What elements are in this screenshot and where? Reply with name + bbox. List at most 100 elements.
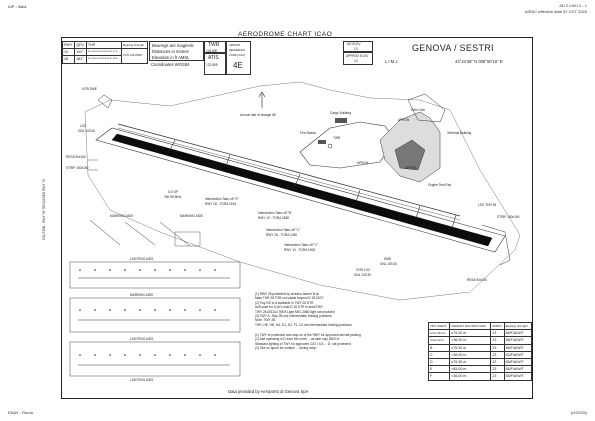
twy-bs-cell: 65/F/A/W/T <box>503 372 533 381</box>
page-footer-left: ENAV - Roma <box>8 410 33 415</box>
intersection-e-label: Intersection Take-off "E" <box>205 197 239 201</box>
twy-table: TWY IDENT AIRCRAFT MAX WING SPAN WIDTH B… <box>427 321 533 381</box>
twy-span-cell: ≤75.30 m <box>449 357 492 367</box>
info-box: Bearings are magnetic Distances in metre… <box>149 41 204 61</box>
resa-west-label: RESA 90x150 <box>66 155 86 159</box>
twr-box: TWR 118.600 <box>204 41 226 53</box>
cargo-building-shape <box>335 118 347 123</box>
airport-name: GENOVA / SESTRI <box>412 43 494 53</box>
twy-width-cell: 23 <box>490 372 505 381</box>
intersection-b-label: Intersection Take-off "B" <box>258 211 292 215</box>
apron-label-2: APRON <box>357 161 369 165</box>
rwy-cell: 10 <box>61 48 76 57</box>
twy-bs-cell: 68/F/A/W/T <box>503 336 533 345</box>
chart-title: AERODROME CHART ICAO <box>238 31 333 38</box>
twy-ident-cell: E <box>427 365 451 374</box>
heli-club-label: Helo Club <box>411 108 425 112</box>
note-line: (2) Acft operating in D from the north .… <box>255 337 340 342</box>
bearing-cell: PCN 74/F/A/W/T <box>121 48 148 64</box>
twy-span-cell: <36.00 m <box>449 350 492 359</box>
notes-block-2: (1) TWY of protection and stop-on of the… <box>255 333 425 351</box>
rwy-table: RWY QFU THR Bearing strength 10 102° 44°… <box>61 40 148 64</box>
bearing-col-header: Bearing strength <box>121 40 148 50</box>
vor-loc-freq: GNL 109.30 <box>354 273 372 277</box>
twr-map-label: TWR <box>333 136 341 140</box>
loc-freq-label: GNL 109.30 <box>78 129 96 133</box>
fire-station-shape <box>318 140 326 144</box>
note-line: Mark THR 28 THR not visible beyond D 25 … <box>255 296 324 301</box>
note-line: TWY 28 ASDA 2765 ft Light MEL 2880 light… <box>255 309 335 314</box>
lighting-aids-label-3: LIGHTING AIDS <box>130 378 154 382</box>
twy-ident-cell: F <box>427 372 451 381</box>
twy-ident-cell: A from E to I <box>427 336 451 345</box>
parallel-taxiway <box>117 123 461 217</box>
north-arrow-icon <box>258 91 266 108</box>
info-coordinates: Coordinates WGS84 <box>151 62 190 67</box>
ad-elev-value: 13 <box>354 47 358 51</box>
thr-cell: 44°24'30.15"N 008°51'07.98"E <box>85 55 123 64</box>
terminal-building-shape <box>394 139 426 171</box>
page-footer-right: (ri/22/25) <box>570 410 587 415</box>
connecting-taxiways <box>169 139 457 229</box>
rwy-cell: 28 <box>61 55 76 64</box>
lighting-aids-inset-3 <box>69 341 241 377</box>
twy-span-cell: <36.00 m <box>449 372 492 381</box>
page-header-date: AIRAC effective date 02 OCT 2025 <box>524 9 587 14</box>
reference-label: REFERENCE <box>229 49 245 52</box>
apron-label-3: APRON <box>405 166 417 170</box>
engine-test-label: Engine Test Pad <box>428 183 452 187</box>
coastline <box>84 81 521 301</box>
intersection-b-value: RWY 10 - TORA 2680 <box>258 216 290 220</box>
intersection-c1-label: Intersection Take-off "C" <box>266 228 301 232</box>
loc-label: LOC <box>80 124 87 128</box>
info-distances: Distances in metres <box>152 49 189 54</box>
arp-elev-label: APPROX ELEV <box>346 54 369 58</box>
twy-bs-cell: 68/F/A/W/T <box>503 329 533 338</box>
twr-shape <box>327 143 333 149</box>
intersection-c2-label: Intersection Take-off "C" <box>284 243 319 247</box>
heli-club-area <box>407 93 446 123</box>
twy-ident-cell: C <box>427 350 451 359</box>
twy-width-cell: 23 <box>490 350 505 359</box>
runway-10-28 <box>111 133 493 247</box>
twy-bs-cell: 65/F/A/W/T <box>503 365 533 374</box>
twy-span-cell: ≤75.30 m <box>449 329 492 338</box>
east-end-area <box>481 224 511 266</box>
code-label: CODE (ICAO) <box>229 54 246 57</box>
twy-width-cell: 23 <box>490 365 505 374</box>
atis-freq: 122.805 <box>206 63 218 67</box>
twy-width-cell: 23 <box>490 336 505 345</box>
note-line: TWY, HE, HB, HA, D1, D2, F1, D1 are inte… <box>255 322 352 327</box>
info-elevation: Elevation in ft AMSL <box>152 55 190 60</box>
atis-box: ATIS 122.805 <box>204 53 226 75</box>
dme-label: DME <box>384 257 392 261</box>
vor-dme-site <box>97 94 113 109</box>
twy-width-header: WIDTH <box>490 321 505 331</box>
info-bearings: Bearings are magnetic <box>152 43 194 48</box>
note-line: (3) Taxi on apron for surface ... during… <box>255 346 317 351</box>
ref-code-box: AIRPORT REFERENCE CODE (ICAO) 4E <box>226 41 251 75</box>
note-line: (1) TWY of protection and stop-on of the… <box>255 333 361 337</box>
thr-col-header: THR <box>85 40 123 50</box>
twy-span-cell: ≤75.30 m <box>449 343 492 352</box>
note-line: (1) RWY 28 protected by arrestor barrier… <box>255 292 320 296</box>
lighting-dots <box>79 269 216 356</box>
twy-width-cell: 23 <box>490 357 505 367</box>
page-header-left: AIP - Italia <box>8 4 27 9</box>
twy-ident-cell: A from B to E <box>427 329 451 338</box>
icao-code: L I M J <box>385 59 398 64</box>
code-value: 4E <box>233 61 243 70</box>
runway-strip <box>95 127 506 253</box>
twy-bs-cell: 68/F/A/W/T <box>503 343 533 352</box>
twy-span-cell: <36.00 m <box>449 336 492 345</box>
lsg-thr-label: LSG THR 28 <box>478 203 497 207</box>
side-caution-label: CAUTION - RWY "M" RELEASED RWY "A" <box>42 178 46 240</box>
vor-loc-label: VOR LOC <box>356 268 371 272</box>
strip-west-label: STRIP 150x150 <box>66 166 89 170</box>
arp-elev-value: 13 <box>354 59 358 63</box>
twy-ident-header: TWY IDENT <box>427 321 451 331</box>
intersection-c2-value: RWY 10 - TORA 1900 <box>284 248 316 252</box>
resa-east-label: RESA 90x150 <box>467 278 487 282</box>
notes-block: (1) RWY 28 protected by arrestor barrier… <box>255 292 425 327</box>
terminal-building-label: Terminal Building <box>447 131 472 135</box>
